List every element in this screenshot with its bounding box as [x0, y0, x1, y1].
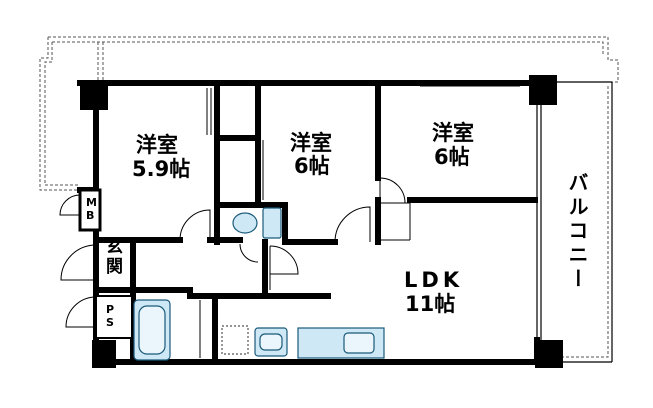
closets: [199, 85, 530, 358]
balcony-label: バルコニー: [565, 172, 589, 292]
ldk-name: LDK: [404, 268, 464, 292]
fixtures: [133, 207, 385, 361]
east-bedroom-name: 洋室: [432, 121, 474, 145]
west-bedroom-name: 洋室: [136, 133, 178, 157]
entrance-label: 玄 関: [106, 237, 123, 277]
east-bedroom-size: 6帖: [434, 145, 470, 169]
toilet-bowl-icon: [232, 212, 258, 234]
washing-machine-icon: [221, 325, 249, 355]
pipe-space-label: P S: [106, 303, 115, 329]
doors: [59, 177, 406, 328]
pillars: [80, 75, 563, 368]
west-bedroom-size: 5.9帖: [132, 157, 191, 181]
toilet-tank-icon: [262, 207, 282, 239]
middle-bedroom-name: 洋室: [290, 131, 332, 155]
meter-box-label: M B: [86, 196, 97, 222]
middle-bedroom-size: 6帖: [294, 154, 330, 178]
small-boxes: [78, 188, 133, 339]
ldk-size: 11帖: [405, 292, 456, 316]
